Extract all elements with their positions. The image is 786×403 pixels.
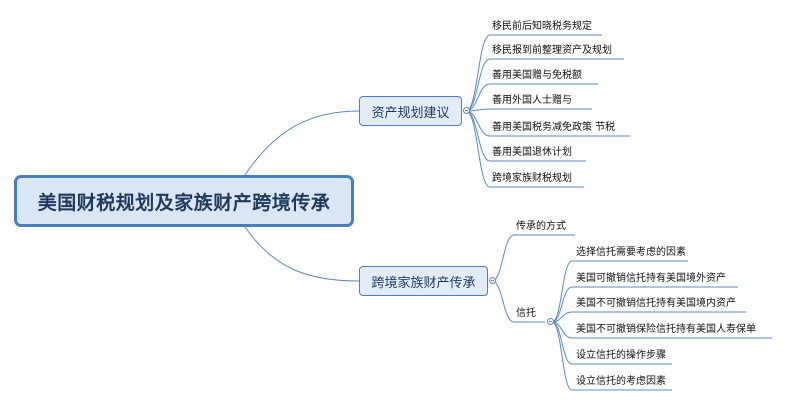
leaf-node[interactable]: 善用外国人士赠与 <box>492 95 572 106</box>
leaf-node[interactable]: 善用美国退休计划 <box>492 147 572 158</box>
connector-central-inherit <box>244 226 360 282</box>
leaf-node[interactable]: 跨境家族财税规划 <box>492 173 572 184</box>
central-topic[interactable]: 美国财税规划及家族财产跨境传承 <box>14 175 354 227</box>
sub-node-trust[interactable]: 信托 <box>516 308 536 319</box>
leaf-node[interactable]: 移民报到前整理资产及规划 <box>492 45 612 56</box>
leaf-node[interactable]: 善用美国赠与免税额 <box>492 70 582 81</box>
topic-inheritance-label: 跨境家族财产传承 <box>371 275 476 291</box>
leaf-node[interactable]: 美国可撤销信托持有美国境外资产 <box>576 273 726 284</box>
connectors-trust-leaves <box>551 260 573 391</box>
leaf-node[interactable]: 善用美国税务减免政策 节税 <box>492 122 616 133</box>
collapse-toggle-icon[interactable] <box>489 277 496 284</box>
underlines-inherit-sub <box>514 234 575 323</box>
leaf-node[interactable]: 美国不可撤销信托持有美国境内资产 <box>576 298 736 309</box>
leaf-node[interactable]: 美国不可撤销保险信托持有美国人寿保单 <box>576 324 756 335</box>
connector-central-assets <box>244 110 360 176</box>
collapse-toggle-icon[interactable] <box>463 107 470 114</box>
underlines-trust-leaves <box>572 260 772 391</box>
sub-node-inheritance-methods[interactable]: 传承的方式 <box>516 221 566 232</box>
leaf-node[interactable]: 设立信托的考虑因素 <box>576 376 666 387</box>
collapse-toggle-icon[interactable] <box>547 318 554 325</box>
underlines-assets <box>490 34 630 188</box>
leaf-node[interactable]: 设立信托的操作步骤 <box>576 350 666 361</box>
central-topic-label: 美国财税规划及家族财产跨境传承 <box>37 191 331 214</box>
leaf-node[interactable]: 移民前后知晓税务规定 <box>492 21 592 32</box>
topic-cross-border-inheritance[interactable]: 跨境家族财产传承 <box>359 266 488 296</box>
leaf-node[interactable]: 选择信托需要考虑的因素 <box>576 247 686 258</box>
topic-asset-planning-label: 资产规划建议 <box>371 105 450 121</box>
topic-asset-planning[interactable]: 资产规划建议 <box>359 96 462 126</box>
